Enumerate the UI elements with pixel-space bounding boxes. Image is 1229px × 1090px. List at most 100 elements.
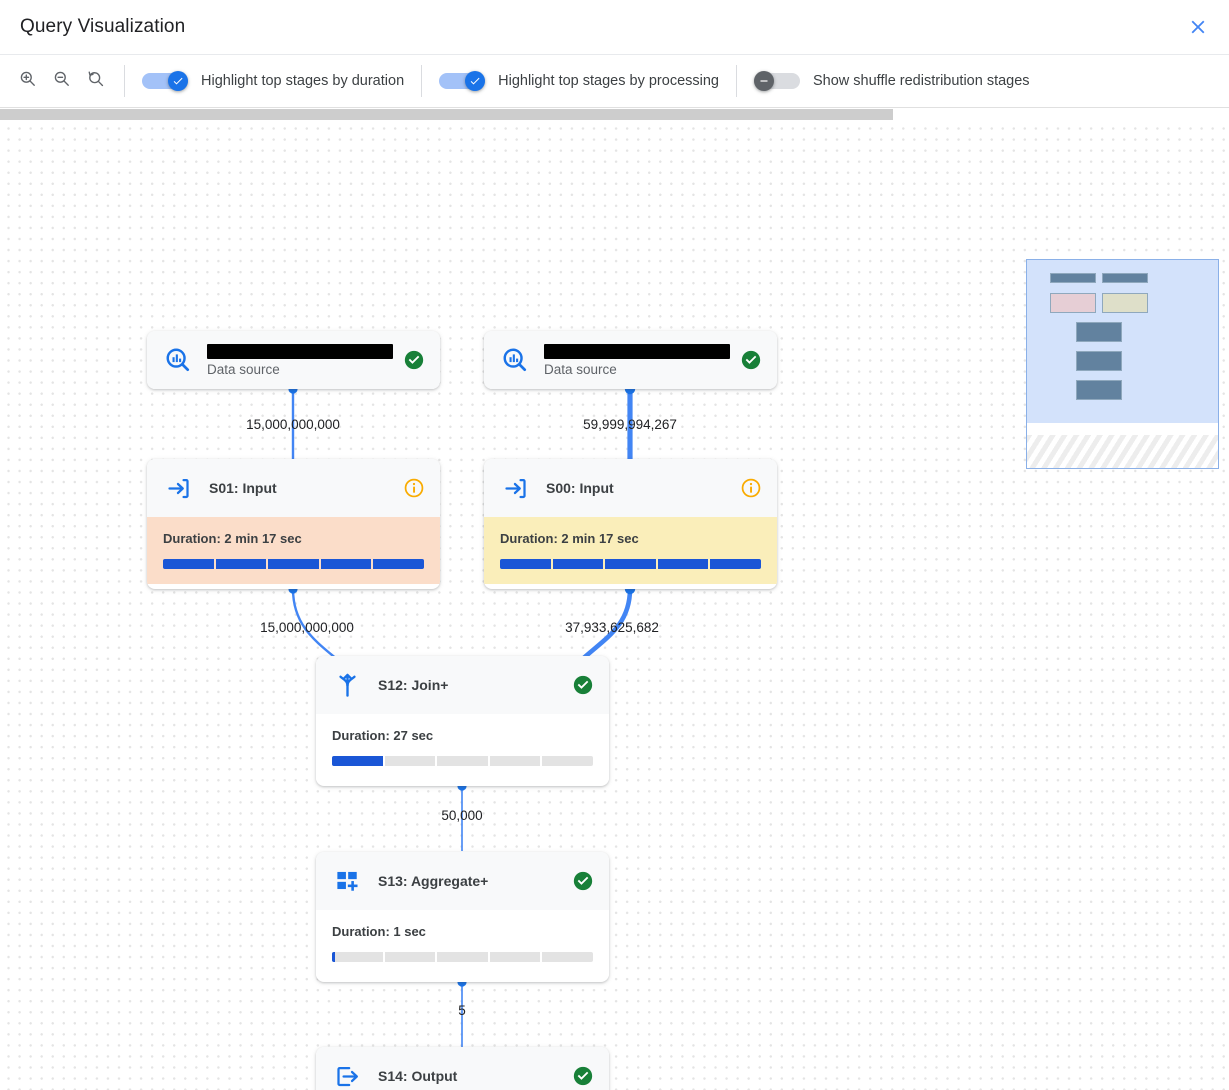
check-icon: [470, 77, 480, 85]
edge-label: 37,933,625,682: [565, 620, 659, 635]
edge-label: 15,000,000,000: [246, 417, 340, 432]
node-header: S12: Join+: [316, 656, 609, 714]
node-body: Duration: 1 sec: [316, 910, 609, 977]
progress-bar: [332, 756, 593, 766]
node-body: Duration: 27 sec: [316, 714, 609, 781]
output-arrow-icon: [332, 1061, 362, 1090]
minimap-node: [1076, 351, 1122, 371]
node-data-source-left[interactable]: Data source: [147, 331, 440, 389]
check-circle-icon: [402, 348, 426, 372]
close-button[interactable]: [1179, 8, 1217, 46]
zoom-in-icon: [18, 69, 37, 93]
zoom-in-button[interactable]: [10, 64, 44, 98]
close-icon: [1187, 16, 1209, 38]
dialog-header: Query Visualization: [0, 0, 1229, 54]
edge-label: 59,999,994,267: [583, 417, 677, 432]
duration-label: Duration: 27 sec: [332, 728, 434, 743]
node-body: Duration: 2 min 17 sec: [147, 517, 440, 584]
node-header: S13: Aggregate+: [316, 852, 609, 910]
minimap-node-highlight-processing: [1102, 293, 1148, 313]
switch-thumb: [465, 71, 486, 91]
progress-bar: [163, 559, 424, 569]
node-body: Duration: 2 min 17 sec: [484, 517, 777, 584]
join-merge-icon: [332, 670, 362, 700]
toggle-switch-shuffle[interactable]: [754, 71, 800, 91]
node-stage-s00[interactable]: S00: Input Duration: 2 min 17 sec: [484, 459, 777, 589]
minimap-node-highlight-duration: [1050, 293, 1096, 313]
edge-label: 5: [458, 1003, 466, 1018]
minimap-viewport[interactable]: [1027, 260, 1218, 423]
node-header: S00: Input: [484, 459, 777, 517]
toggle-highlight-processing[interactable]: Highlight top stages by processing: [422, 55, 736, 107]
progress-fill: [500, 559, 761, 569]
check-circle-icon: [571, 673, 595, 697]
duration-label: Duration: 2 min 17 sec: [163, 531, 302, 546]
toggle-label-duration: Highlight top stages by duration: [201, 73, 405, 89]
progress-fill: [332, 756, 385, 766]
edge-label: 15,000,000,000: [260, 620, 354, 635]
zoom-controls: [0, 55, 124, 107]
input-arrow-icon: [163, 473, 193, 503]
toolbar-divider: [421, 65, 423, 97]
node-stage-s14[interactable]: S14: Output Duration: 0.46 sec: [316, 1047, 609, 1090]
progress-ticks: [500, 559, 761, 569]
toolbar-divider: [124, 65, 125, 97]
switch-thumb: [754, 71, 774, 91]
horizontal-scrollbar[interactable]: [0, 108, 1229, 121]
duration-label: Duration: 1 sec: [332, 924, 426, 939]
progress-bar: [500, 559, 761, 569]
minimap-outside-area: [1027, 435, 1218, 468]
graph-minimap[interactable]: [1026, 259, 1219, 469]
progress-ticks: [332, 952, 593, 962]
progress-ticks: [163, 559, 424, 569]
graph-canvas[interactable]: 15,000,000,000 59,999,994,267 15,000,000…: [0, 121, 1229, 1090]
toggle-highlight-duration[interactable]: Highlight top stages by duration: [125, 55, 421, 107]
minimap-node: [1050, 273, 1096, 283]
node-title: S12: Join+: [378, 677, 449, 693]
node-data-source-right[interactable]: Data source: [484, 331, 777, 389]
data-source-text: Data source: [207, 343, 402, 377]
progress-fill: [332, 952, 335, 962]
toggle-switch-processing[interactable]: [439, 71, 486, 91]
node-title: S14: Output: [378, 1068, 458, 1084]
node-stage-s13[interactable]: S13: Aggregate+ Duration: 1 sec: [316, 852, 609, 982]
check-icon: [173, 77, 183, 85]
zoom-reset-button[interactable]: [78, 64, 112, 98]
check-circle-icon: [571, 1064, 595, 1088]
minimap-node: [1076, 380, 1122, 400]
node-header: S14: Output: [316, 1047, 609, 1090]
minimap-node: [1102, 273, 1148, 283]
node-header: S01: Input: [147, 459, 440, 517]
toggle-switch-duration[interactable]: [142, 71, 188, 91]
data-source-label: Data source: [207, 361, 280, 377]
info-circle-icon[interactable]: [402, 476, 426, 500]
page-title: Query Visualization: [20, 16, 186, 37]
node-title: S01: Input: [209, 480, 277, 496]
check-circle-icon: [739, 348, 763, 372]
check-circle-icon: [571, 869, 595, 893]
zoom-reset-icon: [86, 69, 105, 93]
progress-bar: [332, 952, 593, 962]
info-circle-icon[interactable]: [739, 476, 763, 500]
toggle-label-shuffle: Show shuffle redistribution stages: [813, 73, 1030, 89]
bigquery-data-source-icon: [163, 345, 193, 375]
zoom-out-button[interactable]: [44, 64, 78, 98]
bigquery-data-source-icon: [500, 345, 530, 375]
toolbar-divider: [736, 65, 737, 97]
horizontal-scrollbar-thumb[interactable]: [0, 109, 893, 120]
visualization-toolbar: Highlight top stages by duration Highlig…: [0, 54, 1229, 108]
progress-fill: [163, 559, 424, 569]
data-source-label: Data source: [544, 361, 617, 377]
node-stage-s12[interactable]: S12: Join+ Duration: 27 sec: [316, 656, 609, 786]
redacted-data-source-name: [544, 343, 730, 359]
toggle-show-shuffle-stages[interactable]: Show shuffle redistribution stages: [737, 55, 1047, 107]
node-title: S00: Input: [546, 480, 614, 496]
aggregate-icon: [332, 866, 362, 896]
input-arrow-icon: [500, 473, 530, 503]
minus-icon: [760, 80, 768, 82]
edge-label: 50,000: [441, 808, 483, 823]
toggle-label-processing: Highlight top stages by processing: [498, 73, 719, 89]
node-title: S13: Aggregate+: [378, 873, 489, 889]
duration-label: Duration: 2 min 17 sec: [500, 531, 639, 546]
node-stage-s01[interactable]: S01: Input Duration: 2 min 17 sec: [147, 459, 440, 589]
